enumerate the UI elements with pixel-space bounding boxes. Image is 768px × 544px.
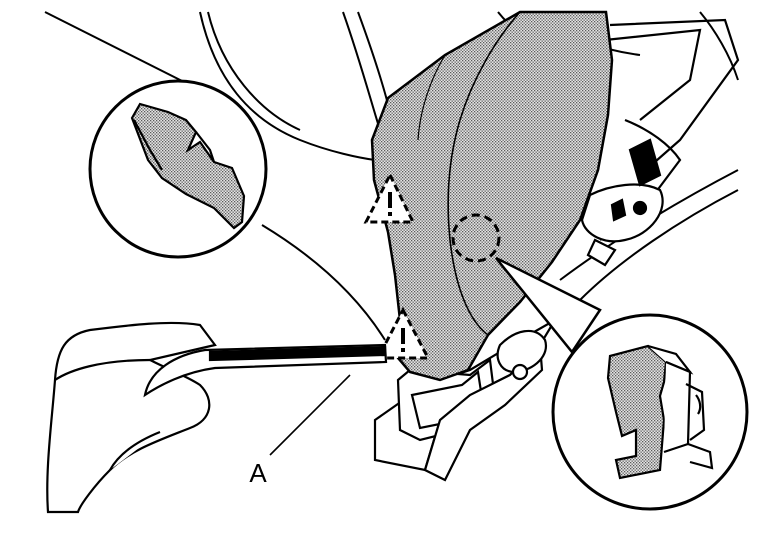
hand — [46, 321, 217, 514]
removal-tool — [143, 343, 388, 398]
caution-mark-glyph — [388, 192, 405, 352]
callout-leader-line — [269, 374, 351, 456]
leader-wedge — [495, 256, 602, 355]
seat-rail-mechanism — [580, 18, 740, 267]
callout-label-a: A — [249, 458, 267, 488]
claw-detail-magnifier — [88, 79, 268, 259]
clip-location-circle — [451, 213, 501, 263]
clip-detail-magnifier — [551, 313, 749, 511]
lower-bracket — [373, 316, 559, 482]
shaded-cover-panel — [370, 10, 614, 382]
